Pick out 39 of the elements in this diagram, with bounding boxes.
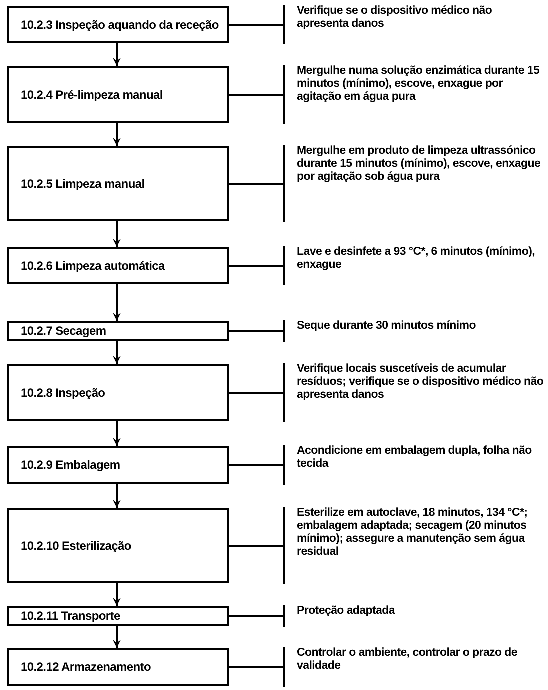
arrow (113, 421, 121, 446)
description-text: Verifique se o dispositivo médico não apresenta danos (283, 5, 545, 44)
process-box: 10.2.6 Limpeza automática (7, 247, 229, 284)
connector-line (229, 666, 283, 668)
arrow (113, 221, 121, 247)
process-box: 10.2.10 Esterilização (7, 508, 229, 583)
process-box: 10.2.3 Inspeção aquando da receção (7, 6, 229, 43)
description-text: Esterilize em autoclave, 18 minutos, 134 °C*; embalagem adaptada; secagem (20 minutos mínimo); assegure a manutenção sem água residual (283, 507, 545, 584)
arrow (113, 43, 121, 66)
process-box: 10.2.5 Limpeza manual (7, 146, 229, 221)
arrow (113, 626, 121, 648)
description-text: Mergulhe em produto de limpeza ultrassónico durante 15 minutos (mínimo), escove, enxague por agitação sob água pura (283, 145, 545, 222)
connector-line (229, 265, 283, 267)
connector-line (229, 94, 283, 96)
connector-line (229, 615, 283, 617)
connector-line (229, 183, 283, 185)
arrow (113, 484, 121, 508)
description-text: Mergulhe numa solução enzimática durante 15 minutos (mínimo), escove, enxague por agitação em água pura (283, 65, 545, 124)
connector-line (229, 545, 283, 547)
connector-line (229, 24, 283, 26)
arrow (113, 123, 121, 146)
process-box: 10.2.7 Secagem (7, 321, 229, 341)
process-box: 10.2.9 Embalagem (7, 446, 229, 484)
description-text: Proteção adaptada (283, 605, 545, 627)
process-box: 10.2.4 Pré-limpeza manual (7, 66, 229, 123)
description-text: Acondicione em embalagem dupla, folha não tecida (283, 445, 545, 485)
description-text: Controlar o ambiente, controlar o prazo de validade (283, 647, 545, 687)
connector-line (229, 330, 283, 332)
arrow (113, 284, 121, 321)
arrow (113, 583, 121, 606)
description-text: Seque durante 30 minutos mínimo (283, 320, 545, 342)
process-box: 10.2.8 Inspeção (7, 364, 229, 421)
process-box: 10.2.12 Armazenamento (7, 648, 229, 686)
connector-line (229, 392, 283, 394)
connector-line (229, 464, 283, 466)
process-box: 10.2.11 Transporte (7, 606, 229, 626)
arrow (113, 341, 121, 364)
description-text: Verifique locais suscetíveis de acumular resíduos; verifique se o dispositivo médico não apresenta danos (283, 363, 545, 422)
description-text: Lave e desinfete a 93 °C*, 6 minutos (mínimo), enxague (283, 246, 545, 285)
